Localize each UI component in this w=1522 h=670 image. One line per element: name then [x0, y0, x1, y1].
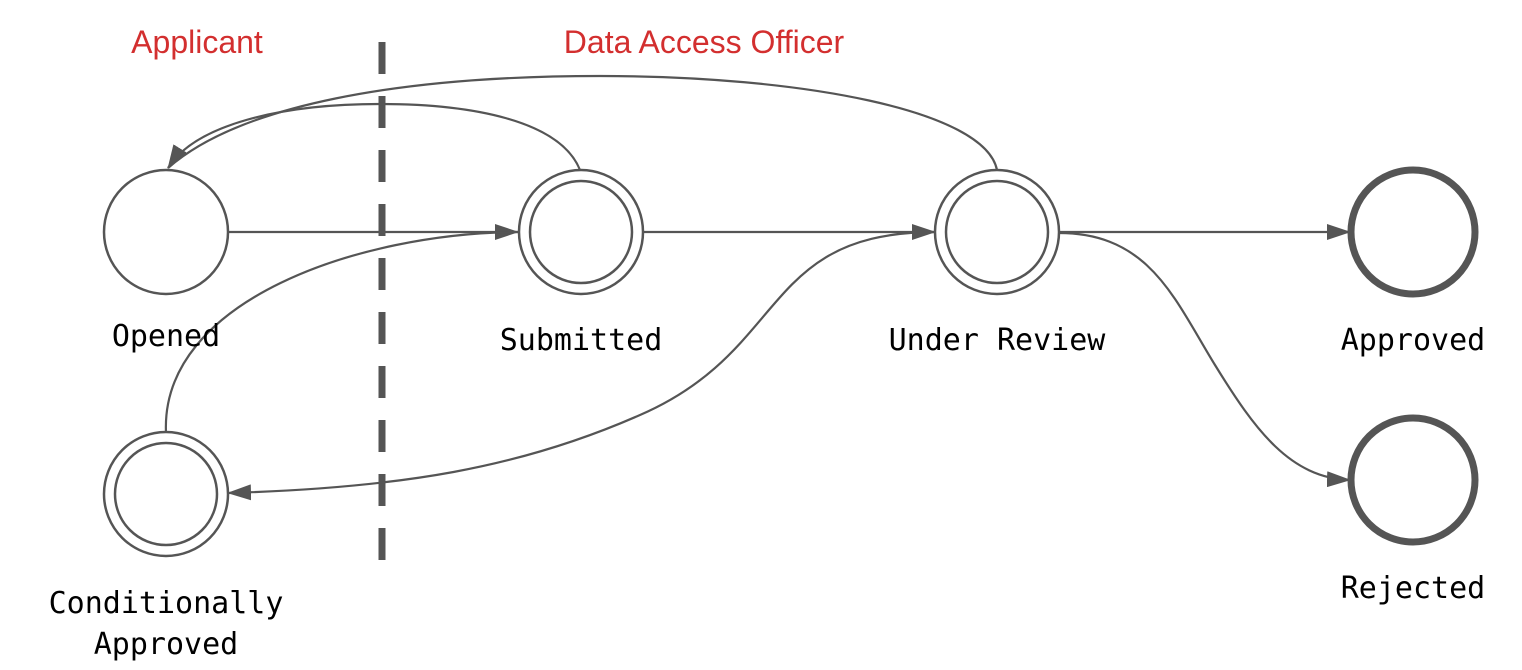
- state-node-opened: [102, 168, 230, 296]
- edge-submitted-to-opened: [167, 102, 582, 171]
- state-label-rejected: Rejected: [1341, 571, 1486, 606]
- state-label-submitted: Submitted: [500, 323, 663, 358]
- state-node-conditionally-approved: [102, 430, 230, 558]
- state-label-conditionally-approved-line2: Approved: [94, 627, 239, 662]
- state-label-conditionally-approved-line1: Conditionally: [49, 586, 284, 621]
- edge-under-review-to-conditionally-approved: [227, 230, 937, 501]
- edge-under-review-to-opened: [167, 74, 999, 171]
- edge-conditionally-approved-to-submitted: [164, 230, 519, 434]
- state-node-submitted: [517, 168, 645, 296]
- state-node-under-review: [933, 168, 1061, 296]
- edge-under-review-to-rejected: [1058, 231, 1351, 488]
- arrowhead-into-under-review: [912, 224, 936, 240]
- state-node-approved: [1347, 166, 1479, 298]
- state-node-rejected: [1347, 414, 1479, 546]
- state-label-under-review: Under Review: [889, 323, 1107, 358]
- state-label-opened: Opened: [112, 319, 220, 354]
- lane-label-applicant: Applicant: [131, 24, 263, 60]
- lane-label-data-access-officer: Data Access Officer: [564, 24, 845, 60]
- state-label-approved: Approved: [1341, 323, 1486, 358]
